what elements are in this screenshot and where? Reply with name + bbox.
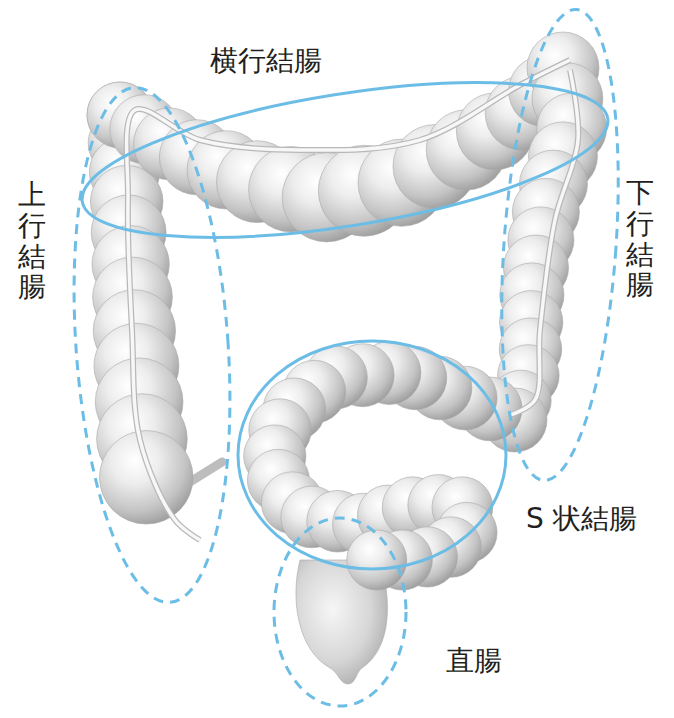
haustra-ball: [100, 431, 194, 525]
taenia-line: [127, 60, 570, 540]
transverse-region-outline: [72, 53, 618, 267]
ascending-region-outline: [58, 82, 246, 607]
part-label: S 状結腸: [526, 502, 637, 536]
taenia-line: [510, 70, 578, 415]
part-label: 下行結腸: [626, 178, 654, 301]
sigmoid-region-outline: [238, 341, 506, 569]
haustra-ball: [347, 530, 407, 590]
taenia-outline: [127, 60, 570, 540]
colon-segments: [87, 32, 607, 684]
rectum-region-outline: [274, 518, 406, 706]
part-label: 直腸: [446, 644, 502, 678]
part-label: 横行結腸: [210, 44, 322, 78]
appendix: [190, 462, 222, 482]
descending-region-outline: [488, 6, 633, 485]
taenia-outline: [510, 70, 578, 415]
part-label: 上行結腸: [18, 180, 46, 303]
